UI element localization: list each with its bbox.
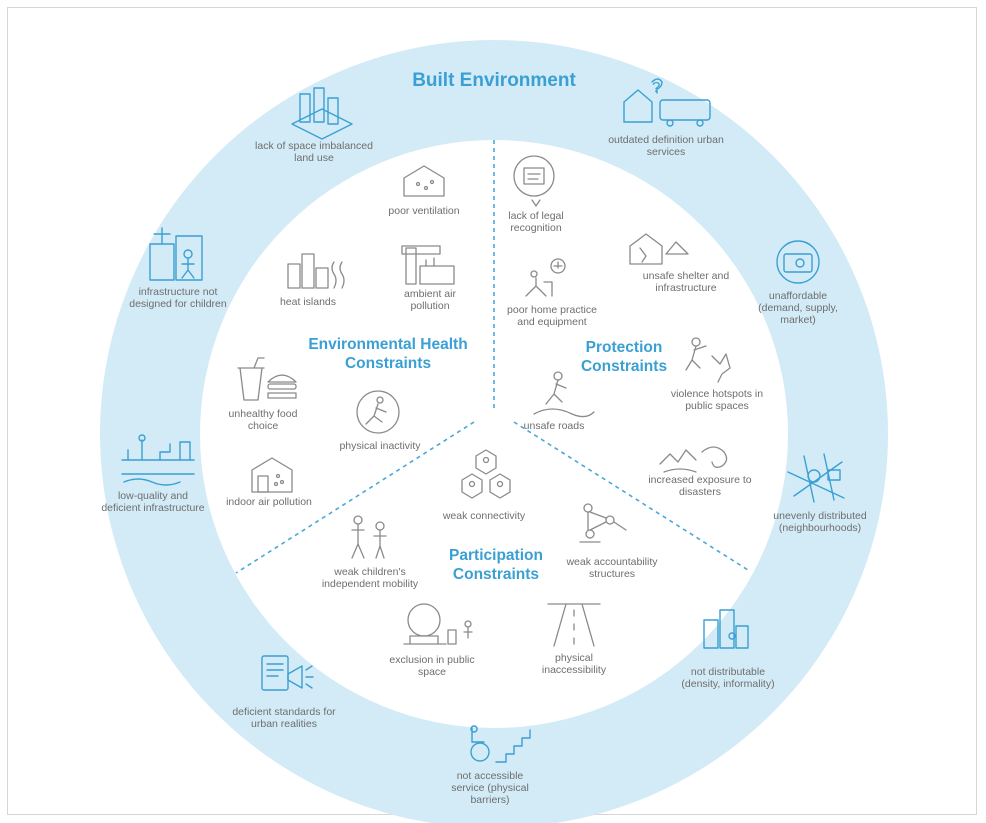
bench-park-icon <box>403 603 473 645</box>
label-physical-inactivity: physical inactivity <box>339 440 421 452</box>
document-megaphone-icon <box>261 655 314 691</box>
house-bus-icon <box>623 78 711 127</box>
label-independent-mobility: weak children's independent mobility <box>321 566 419 590</box>
wheelchair-stairs-icon <box>470 725 531 763</box>
label-exclusion: exclusion in public space <box>389 654 475 678</box>
city-heat-icon <box>287 253 345 289</box>
label-not-distributable: not distributable (density, informality) <box>681 666 775 690</box>
fastfood-icon <box>237 357 297 401</box>
label-poor-ventilation: poor ventilation <box>388 205 460 217</box>
label-unhealthy-food: unhealthy food choice <box>228 408 298 432</box>
person-running-icon <box>356 390 400 434</box>
house-indoor-icon <box>251 457 293 493</box>
certificate-house-icon <box>513 155 555 207</box>
label-unsafe-roads: unsafe roads <box>523 420 585 432</box>
label-unevenly-distributed: unevenly distributed (neighbourhoods) <box>773 510 867 534</box>
divider-left <box>235 421 475 574</box>
inner-disc <box>200 140 788 728</box>
label-indoor-air: indoor air pollution <box>226 496 312 508</box>
label-outdated-definition: outdated definition urban services <box>608 134 724 158</box>
title-protection-line2: Constraints <box>580 358 668 375</box>
label-weak-connectivity: weak connectivity <box>442 510 526 522</box>
network-streets-icon <box>787 453 845 503</box>
label-ambient-air: ambient air pollution <box>404 288 456 312</box>
factory-smoke-icon <box>401 245 455 285</box>
child-building-icon <box>149 227 203 281</box>
pedestrian-road-icon <box>533 371 595 418</box>
wallet-money-icon <box>776 240 820 284</box>
fleeing-person-icon <box>685 337 731 383</box>
home-hazard-icon <box>525 258 566 297</box>
label-unaffordable: unaffordable (demand, supply, market) <box>758 290 838 326</box>
label-violence-hotspots: violence hotspots in public spaces <box>670 388 764 412</box>
divider-right <box>513 421 749 571</box>
label-deficient-standards: deficient standards for urban realities <box>232 706 336 730</box>
question-mark-icon: ? <box>652 79 660 96</box>
buildings-person-icon <box>703 609 749 649</box>
tent-ventilation-icon <box>403 165 445 197</box>
storm-disaster-icon <box>659 446 728 473</box>
city-blocks-icon <box>291 87 353 140</box>
label-unsafe-shelter: unsafe shelter and infrastructure <box>642 270 730 294</box>
label-heat-islands: heat islands <box>279 296 337 308</box>
title-participation-line2: Constraints <box>452 566 540 583</box>
title-protection-line1: Protection <box>585 339 663 356</box>
damaged-house-icon <box>629 233 689 265</box>
label-lack-of-space: lack of space imbalanced land use <box>255 140 373 164</box>
title-built-environment: Built Environment <box>412 70 576 91</box>
label-low-quality: low-quality and deficient infrastructure <box>101 490 205 514</box>
hexagon-people-icon <box>461 449 511 499</box>
parent-child-icon <box>351 515 387 559</box>
label-disasters: increased exposure to disasters <box>648 474 752 498</box>
barrier-road-icon <box>547 603 601 647</box>
label-not-accessible: not accessible service (physical barrier… <box>451 770 529 806</box>
title-environmental-line2: Constraints <box>344 355 432 372</box>
pipes-ground-icon <box>121 434 195 486</box>
title-environmental-line1: Environmental Health <box>308 336 468 353</box>
label-weak-accountability: weak accountability structures <box>566 556 658 580</box>
title-environmental-health: Environmental Health Constraints <box>308 335 467 373</box>
title-participation: Participation Constraints <box>449 546 543 584</box>
title-participation-line1: Participation <box>449 547 543 564</box>
label-poor-home-practice: poor home practice and equipment <box>507 304 597 328</box>
network-people-icon <box>579 503 627 543</box>
label-legal-recognition: lack of legal recognition <box>508 210 564 234</box>
label-inaccessibility: physical inaccessibility <box>541 652 607 676</box>
title-protection: Protection Constraints <box>581 338 667 376</box>
label-infrastructure-not-designed: infrastructure not designed for children <box>129 286 227 310</box>
